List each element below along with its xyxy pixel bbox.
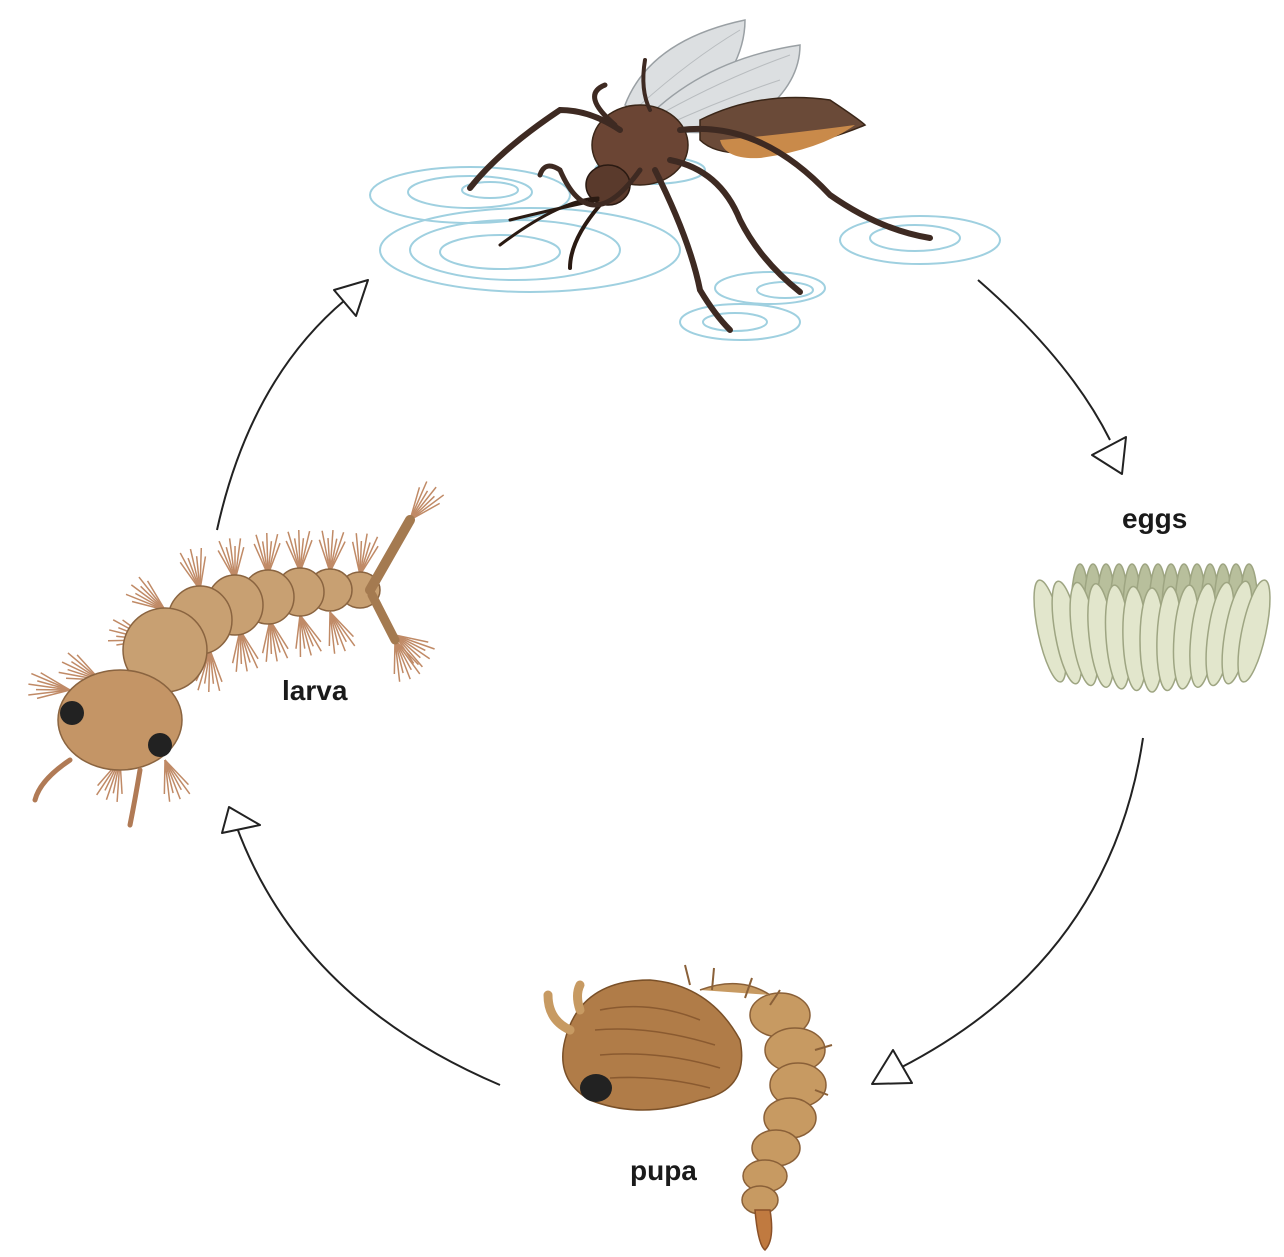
stage-label-pupa: pupa	[630, 1155, 697, 1186]
egg-cluster-icon	[1033, 563, 1271, 693]
water-ripples	[369, 155, 1001, 341]
arrow-eggs-to-pupa	[899, 737, 1144, 1069]
arrowhead-icon	[221, 806, 261, 834]
cycle-arrows	[216, 279, 1144, 1086]
legs	[467, 58, 933, 333]
mosquito-icon	[369, 19, 1001, 341]
arrow-adult-to-eggs	[977, 279, 1111, 441]
larva-body	[122, 567, 381, 693]
stage-label-eggs: eggs	[1122, 503, 1187, 534]
arrow-pupa-to-larva	[235, 824, 501, 1086]
arrowheads	[221, 279, 1127, 1085]
arrowhead-icon	[333, 279, 369, 317]
stage-label-larva: larva	[282, 675, 348, 706]
arrow-larva-to-adult	[216, 299, 346, 531]
larva-icon	[28, 481, 445, 828]
pupa-icon	[543, 964, 833, 1251]
egg	[1237, 579, 1271, 683]
arrowhead-icon	[871, 1049, 913, 1085]
arrowhead-icon	[1091, 436, 1127, 475]
